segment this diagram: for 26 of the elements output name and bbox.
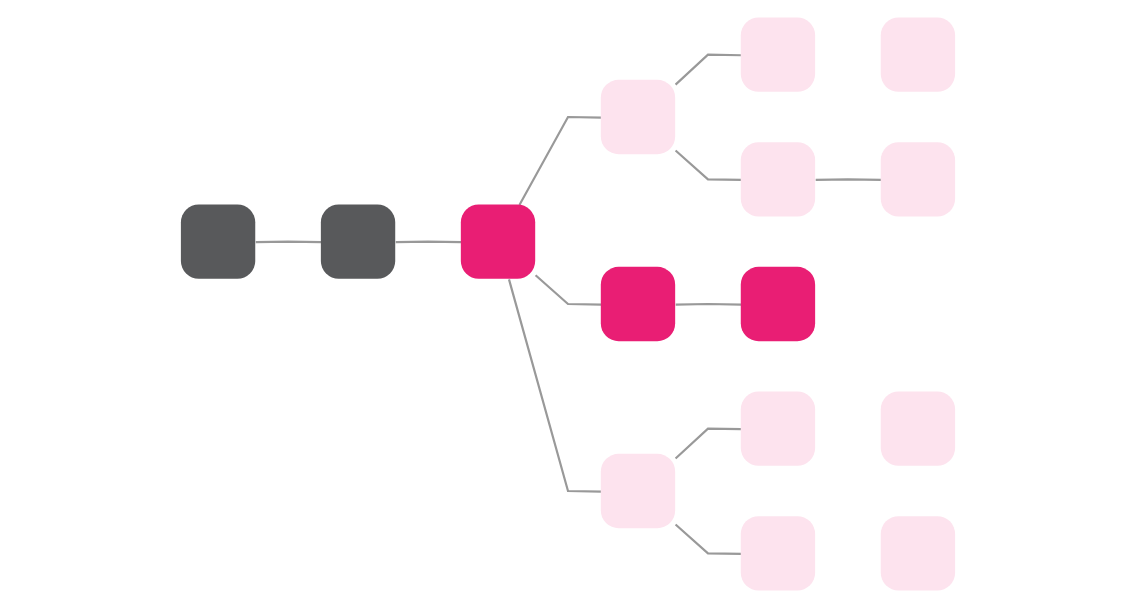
rounded-square: [740, 391, 816, 466]
connector-line: [675, 302, 742, 306]
rounded-square: [320, 204, 396, 279]
connector-line: [674, 427, 742, 460]
rounded-square: [740, 266, 816, 342]
rounded-square: [880, 142, 956, 217]
connector-line: [815, 178, 882, 181]
connector-line: [507, 279, 602, 493]
rounded-square: [600, 79, 676, 155]
connector-line: [674, 53, 742, 86]
connector-line: [395, 240, 462, 244]
rounded-square: [460, 204, 536, 279]
connector-line: [518, 115, 602, 206]
connector-line: [255, 240, 322, 244]
rounded-square: [880, 391, 956, 466]
rounded-square: [740, 142, 816, 217]
connector-line: [674, 149, 742, 181]
rounded-square: [600, 453, 676, 529]
rounded-square: [880, 516, 956, 591]
connector-line: [674, 523, 742, 555]
rounded-square: [740, 516, 816, 591]
rounded-square: [600, 266, 676, 342]
connector-line: [534, 274, 602, 306]
rounded-square: [180, 204, 256, 279]
rounded-square: [740, 17, 816, 92]
rounded-square: [880, 17, 956, 92]
